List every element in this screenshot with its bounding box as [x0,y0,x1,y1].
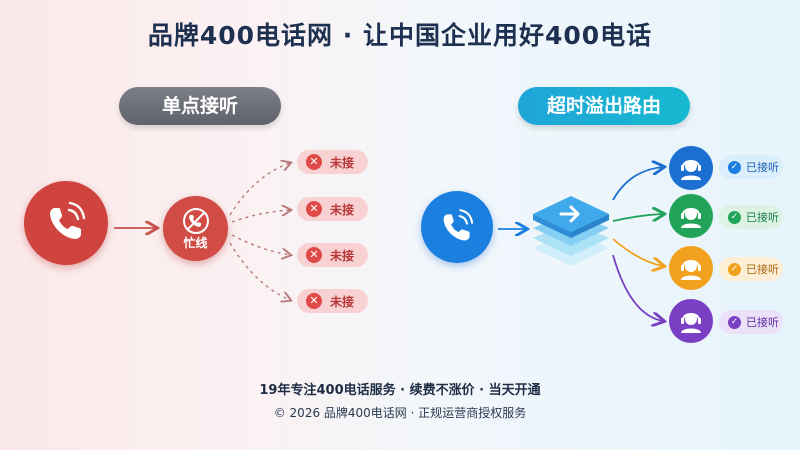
overflow-routing-header: 超时溢出路由 [518,87,690,125]
service-tagline: 19年专注400电话服务 · 续费不涨价 · 当天开通 [259,383,541,398]
missed-badge: ✕ 未接 [297,243,368,267]
answered-badge: ✓ 已接听 [719,257,783,281]
missed-badge: ✕ 未接 [297,150,368,174]
agent-headset-icon [669,146,713,190]
close-icon: ✕ [306,247,322,263]
answered-badge: ✓ 已接听 [719,155,783,179]
close-icon: ✕ [306,154,322,170]
check-icon: ✓ [728,315,741,329]
answered-label: 已接听 [746,211,779,224]
agent-headset-icon [669,299,713,343]
answered-badge: ✓ 已接听 [719,205,783,229]
agent-headset-icon [669,246,713,290]
missed-label: 未接 [330,294,355,309]
copyright-notice: © 2026 品牌400电话网 · 正规运营商授权服务 [273,406,527,420]
incoming-call-icon-right [421,191,493,263]
router-stack-icon [533,196,609,266]
page-title: 品牌400电话网 · 让中国企业用好400电话 [147,21,653,50]
missed-label: 未接 [330,248,355,263]
single-answer-header: 单点接听 [119,87,281,125]
agent-headset-icon [669,194,713,238]
close-icon: ✕ [306,293,322,309]
missed-label: 未接 [330,202,355,217]
answered-badge: ✓ 已接听 [719,310,783,334]
check-icon: ✓ [728,262,741,276]
answered-label: 已接听 [746,263,779,276]
missed-badge: ✕ 未接 [297,289,368,313]
answered-label: 已接听 [746,316,779,329]
check-icon: ✓ [728,160,741,174]
incoming-call-icon-left [24,181,108,265]
check-icon: ✓ [728,210,741,224]
missed-badge: ✕ 未接 [297,197,368,221]
busy-label: 忙线 [183,236,208,250]
missed-label: 未接 [330,155,355,170]
answered-label: 已接听 [746,161,779,174]
busy-line-node: 忙线 [163,196,228,261]
busy-phone-icon [182,208,209,234]
close-icon: ✕ [306,201,322,217]
